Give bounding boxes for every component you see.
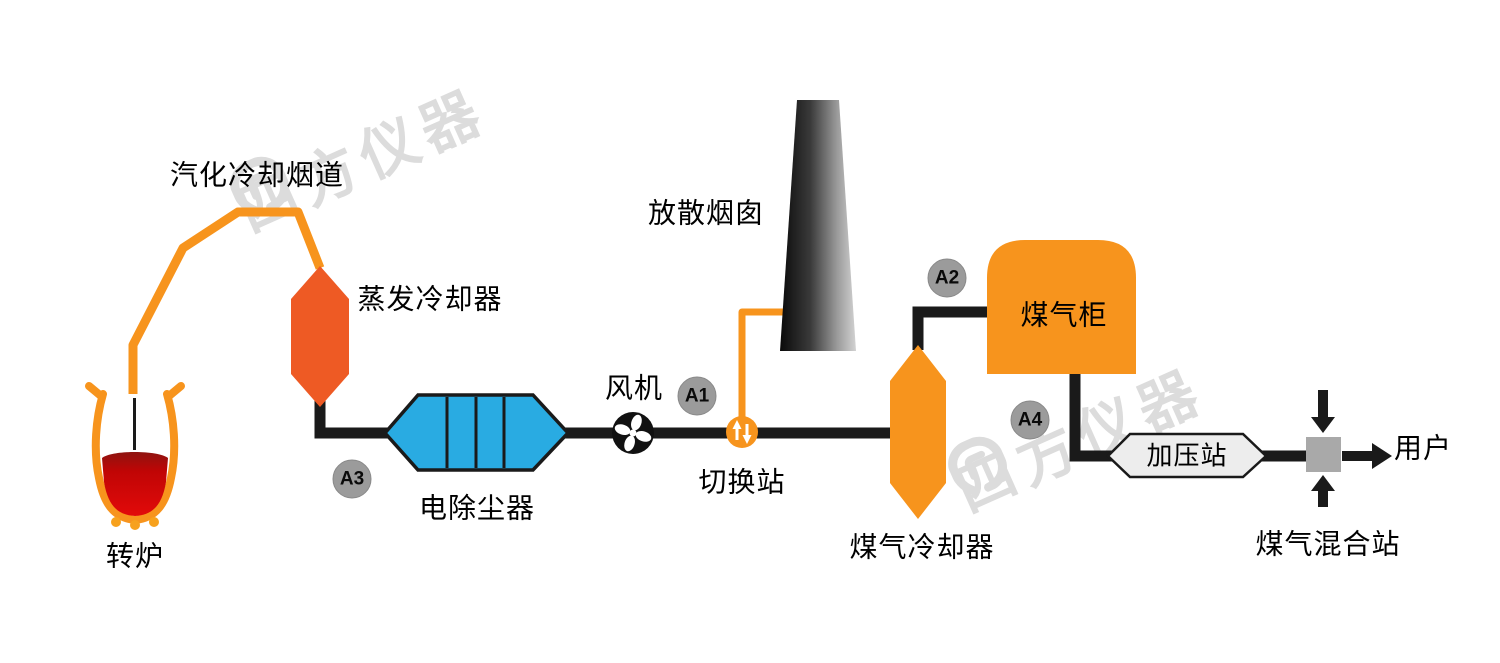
- converter-vessel: [85, 382, 185, 530]
- evaporative-cooler-shape: [291, 266, 349, 407]
- badge-a3: A3: [332, 459, 372, 499]
- badge-a4: A4: [1010, 400, 1050, 440]
- label-electrostatic-precipitator: 电除尘器: [418, 492, 536, 524]
- flow-arrows: [1311, 390, 1392, 507]
- oxygen-lance: [133, 398, 136, 450]
- gas-holder-shape: [987, 240, 1136, 374]
- label-vaporization-flue: 汽化冷却烟道: [169, 159, 345, 191]
- converter-mouth-left: [85, 382, 105, 400]
- vaporization-cooling-flue-duct: [128, 207, 325, 397]
- label-user: 用户: [1393, 432, 1453, 464]
- arrow-to-user-head: [1372, 443, 1392, 469]
- badge-a1: A1: [677, 376, 717, 416]
- orange-ducts: [128, 207, 786, 420]
- badge-a2: A2: [927, 258, 967, 298]
- watermark-logo-icon: [230, 156, 289, 216]
- converter-mouth-right: [165, 382, 185, 400]
- electrostatic-precipitator-shape: [382, 393, 571, 472]
- pipe-gasholder-to-pressurizing: [1069, 370, 1112, 462]
- label-gas-holder: 煤气柜: [1020, 299, 1108, 331]
- tuyere-dot: [111, 517, 121, 527]
- label-vent-chimney: 放散烟囱: [647, 197, 765, 229]
- tuyere-dot: [130, 520, 140, 530]
- vent-chimney-shape: [780, 100, 856, 351]
- pipe-evapcooler-to-esp: [314, 400, 400, 439]
- label-gas-cooler: 煤气冷却器: [849, 531, 995, 563]
- fan-icon: [612, 412, 654, 454]
- watermark-logo-icon: [948, 436, 1007, 496]
- pressurizing-station-shape: [1106, 432, 1268, 479]
- label-pressurizing-station: 加压站: [1146, 440, 1228, 471]
- watermark-top-left: 四方仪器: [223, 64, 498, 248]
- pipe-gascooler-to-gasholder: [912, 306, 990, 350]
- label-fan: 风机: [604, 372, 664, 404]
- gas-mixing-junction-box: [1306, 437, 1341, 472]
- watermark-right: 四方仪器: [941, 344, 1216, 528]
- gas-cooler-shape: [890, 345, 946, 519]
- label-converter: 转炉: [105, 540, 165, 572]
- molten-steel-liquid: [102, 452, 168, 516]
- label-gas-mixing-station: 煤气混合站: [1255, 528, 1401, 560]
- tuyere-dot: [149, 517, 159, 527]
- label-switch-station: 切换站: [698, 466, 786, 498]
- arrow-down-head: [1311, 417, 1335, 433]
- label-evaporative-cooler: 蒸发冷却器: [357, 283, 503, 315]
- duct-switch-to-chimney: [738, 308, 786, 420]
- arrow-up-head: [1311, 475, 1335, 491]
- switch-station-icon: [726, 416, 758, 448]
